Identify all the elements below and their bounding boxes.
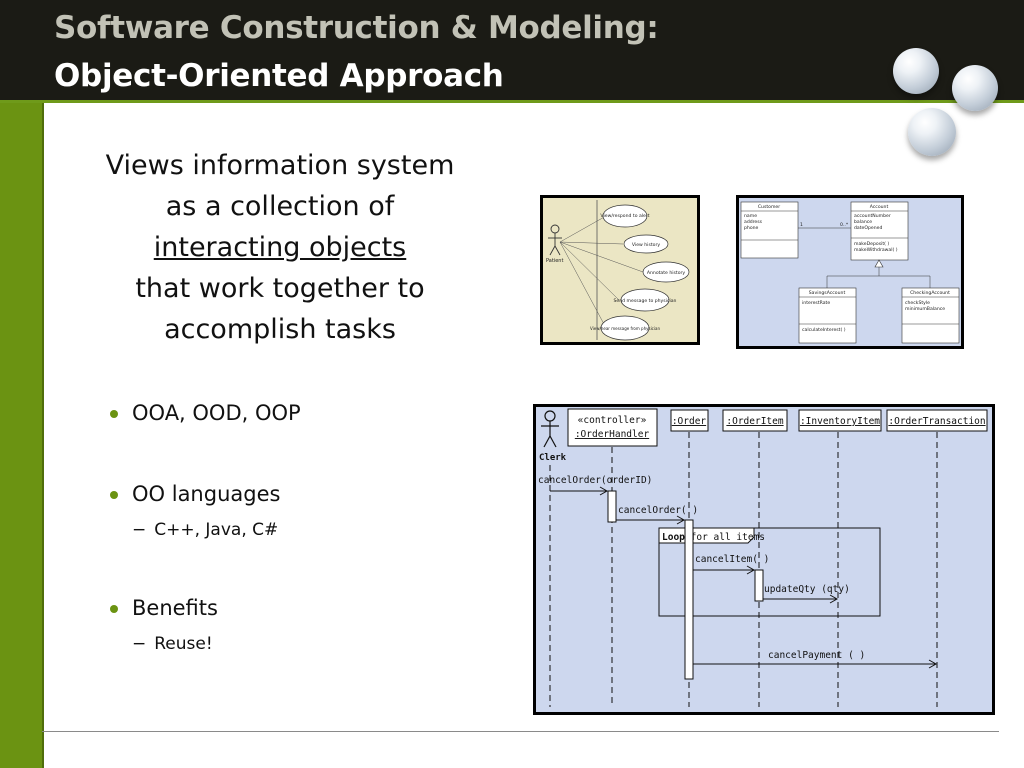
intro-line: Views information system — [105, 150, 455, 181]
bullet-dot-icon — [110, 491, 118, 499]
class-box-savings — [798, 287, 857, 344]
class-diagram: Customer name address phone 1 0..* Accou… — [736, 195, 964, 349]
dash-marker: − — [132, 634, 147, 654]
multiplicity: 1 — [800, 222, 803, 228]
inheritance-line — [826, 260, 880, 288]
bullet-label: OOA, OOD, OOP — [132, 401, 301, 425]
bullet-label: OO languages — [132, 482, 281, 506]
class-op: makeWithdrawal( ) — [854, 247, 898, 253]
use-case-oval — [642, 261, 690, 283]
intro-statement: Views information system as a collection… — [80, 145, 480, 350]
class-attr: balance — [854, 219, 872, 225]
use-case-label: View/respond to alert — [600, 213, 649, 219]
actor-icon — [548, 224, 562, 256]
left-accent-bar — [0, 103, 44, 768]
bubble-icon — [908, 108, 956, 156]
class-attr: interestRate — [802, 300, 830, 306]
multiplicity: 0..* — [840, 222, 849, 228]
use-case-label: Annotate history — [647, 270, 686, 276]
intro-line: accomplish tasks — [164, 314, 396, 345]
loop-fragment-label: Loop for all items — [662, 532, 765, 543]
class-attr: checkStyle — [905, 300, 930, 306]
message-label: cancelOrder( ) — [618, 505, 698, 516]
class-attr: dateOpened — [854, 225, 882, 231]
class-name: Account — [870, 204, 889, 210]
bubble-icon — [893, 48, 939, 94]
sub-bullet: −Reuse! — [132, 634, 213, 654]
class-name: SavingsAccount — [809, 290, 846, 296]
generalization-arrow-icon — [874, 259, 884, 268]
sequence-diagram: Clerk «controller» :OrderHandler :Order … — [533, 404, 995, 715]
actor-label: Patient — [546, 258, 563, 264]
association-lines — [559, 215, 644, 327]
footer-divider — [42, 731, 999, 732]
loop-fragment — [658, 527, 881, 617]
class-box-account — [850, 201, 909, 261]
lifeline-head-inventoryitem — [798, 409, 882, 432]
lifeline-label: :InventoryItem — [800, 416, 880, 427]
lifeline-label: :Order — [672, 416, 707, 427]
lifeline-head-orderhandler — [567, 408, 658, 447]
class-attr: phone — [744, 225, 759, 231]
bubble-icon — [952, 65, 998, 111]
sub-bullet-label: C++, Java, C# — [154, 520, 279, 540]
lifeline-head-orderitem — [722, 409, 788, 432]
class-attr: minimumBalance — [905, 306, 945, 312]
use-case-label: View history — [632, 242, 660, 248]
bullet-dot-icon — [110, 605, 118, 613]
class-attr: accountNumber — [854, 213, 891, 219]
slide-header: Software Construction & Modeling: Object… — [0, 0, 1024, 102]
loop-guard: for all items — [691, 532, 765, 543]
loop-fragment-label-box — [658, 527, 755, 544]
lifeline-label: :OrderTransaction — [888, 416, 985, 427]
lifeline-label: :OrderItem — [726, 416, 783, 427]
loop-keyword: Loop — [662, 532, 685, 543]
intro-line: that work together to — [135, 273, 425, 304]
class-op: calculateInterest( ) — [802, 327, 846, 333]
class-name: Customer — [758, 204, 780, 210]
use-case-oval — [620, 288, 670, 312]
class-attr: name — [744, 214, 757, 219]
use-case-oval — [600, 315, 650, 341]
lifeline-label: :OrderHandler — [575, 429, 650, 440]
use-case-diagram: Patient View/respond to alert View histo… — [540, 195, 700, 345]
intro-line: as a collection of — [165, 191, 395, 222]
intro-line-emphasis: interacting objects — [80, 227, 480, 268]
lifeline-head-ordertransaction — [886, 409, 988, 432]
class-box-checking — [901, 287, 960, 344]
dash-marker: − — [132, 520, 147, 540]
sub-bullet-label: Reuse! — [154, 634, 213, 654]
bullet-dot-icon — [110, 410, 118, 418]
class-op: makeDeposit( ) — [854, 241, 889, 247]
activation-bar — [607, 490, 617, 523]
clerk-actor-icon — [541, 410, 559, 448]
lifelines — [549, 432, 938, 707]
slide-title-line1: Software Construction & Modeling: — [54, 10, 659, 46]
use-case-label: Send message to physician — [614, 298, 677, 304]
class-name: CheckingAccount — [910, 290, 950, 296]
lifeline-head-order — [670, 409, 709, 432]
stereotype-label: «controller» — [578, 415, 647, 426]
message-label: cancelPayment ( ) — [768, 650, 865, 661]
slide-title-line2: Object-Oriented Approach — [54, 58, 504, 94]
activation-bar — [684, 519, 694, 680]
use-case-oval — [602, 204, 648, 228]
intro-underlined-phrase: interacting objects — [153, 232, 407, 263]
message-label: updateQty (qty) — [764, 584, 850, 595]
actor-label: Clerk — [539, 453, 567, 463]
message-label: cancelOrder(orderID) — [538, 475, 652, 486]
activation-bar — [754, 569, 764, 602]
message-arrows — [550, 486, 938, 669]
class-attr: address — [744, 219, 763, 225]
use-case-label: View/hear message from physician — [590, 326, 660, 331]
header-divider — [0, 100, 1024, 103]
use-case-oval — [623, 234, 669, 254]
bullet-label: Benefits — [132, 596, 218, 620]
class-box-customer — [740, 201, 799, 259]
sub-bullet: −C++, Java, C# — [132, 520, 278, 540]
message-label: cancelItem( ) — [695, 554, 769, 565]
